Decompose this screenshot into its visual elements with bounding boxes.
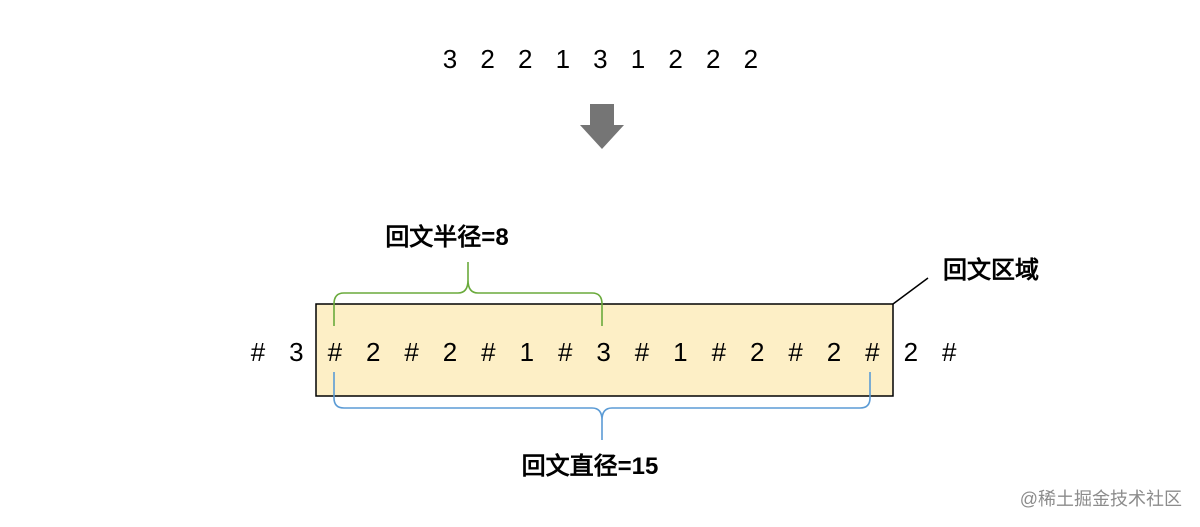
original-digit: 3 xyxy=(443,44,457,74)
diameter-brace xyxy=(333,372,871,440)
diameter-label: 回文直径=15 xyxy=(522,452,659,480)
palindrome-region-box xyxy=(315,303,894,397)
sequence-char: # xyxy=(328,337,343,367)
radius-brace xyxy=(333,262,603,326)
sequence-char: 2 xyxy=(904,337,918,367)
region-leader-line xyxy=(892,277,929,305)
sequence-char: # xyxy=(712,337,727,367)
original-digit: 2 xyxy=(480,44,494,74)
sequence-char: # xyxy=(481,337,496,367)
sequence-char: # xyxy=(865,337,880,367)
radius-label: 回文半径=8 xyxy=(385,223,508,251)
original-digit: 1 xyxy=(556,44,570,74)
transformed-sequence: #3 #2 #2 #1 #3 #1 #2 #2 #2 # xyxy=(251,337,957,367)
sequence-char: 3 xyxy=(289,337,303,367)
sequence-char: 1 xyxy=(673,337,687,367)
original-digit: 1 xyxy=(631,44,645,74)
sequence-char: # xyxy=(404,337,419,367)
original-digit: 2 xyxy=(518,44,532,74)
sequence-char: # xyxy=(788,337,803,367)
sequence-char: 3 xyxy=(596,337,610,367)
sequence-char: # xyxy=(558,337,573,367)
watermark: @稀土掘金技术社区 xyxy=(1020,489,1182,509)
sequence-char: 2 xyxy=(827,337,841,367)
original-digit: 2 xyxy=(744,44,758,74)
sequence-char: 2 xyxy=(443,337,457,367)
sequence-char: 2 xyxy=(366,337,380,367)
sequence-char: # xyxy=(942,337,957,367)
sequence-char: # xyxy=(251,337,266,367)
sequence-char: 2 xyxy=(750,337,764,367)
sequence-char: 1 xyxy=(520,337,534,367)
original-digit: 2 xyxy=(668,44,682,74)
original-digit: 3 xyxy=(593,44,607,74)
original-digit: 2 xyxy=(706,44,720,74)
down-arrow-icon xyxy=(580,104,624,149)
sequence-char: # xyxy=(635,337,650,367)
region-label: 回文区域 xyxy=(943,256,1039,284)
